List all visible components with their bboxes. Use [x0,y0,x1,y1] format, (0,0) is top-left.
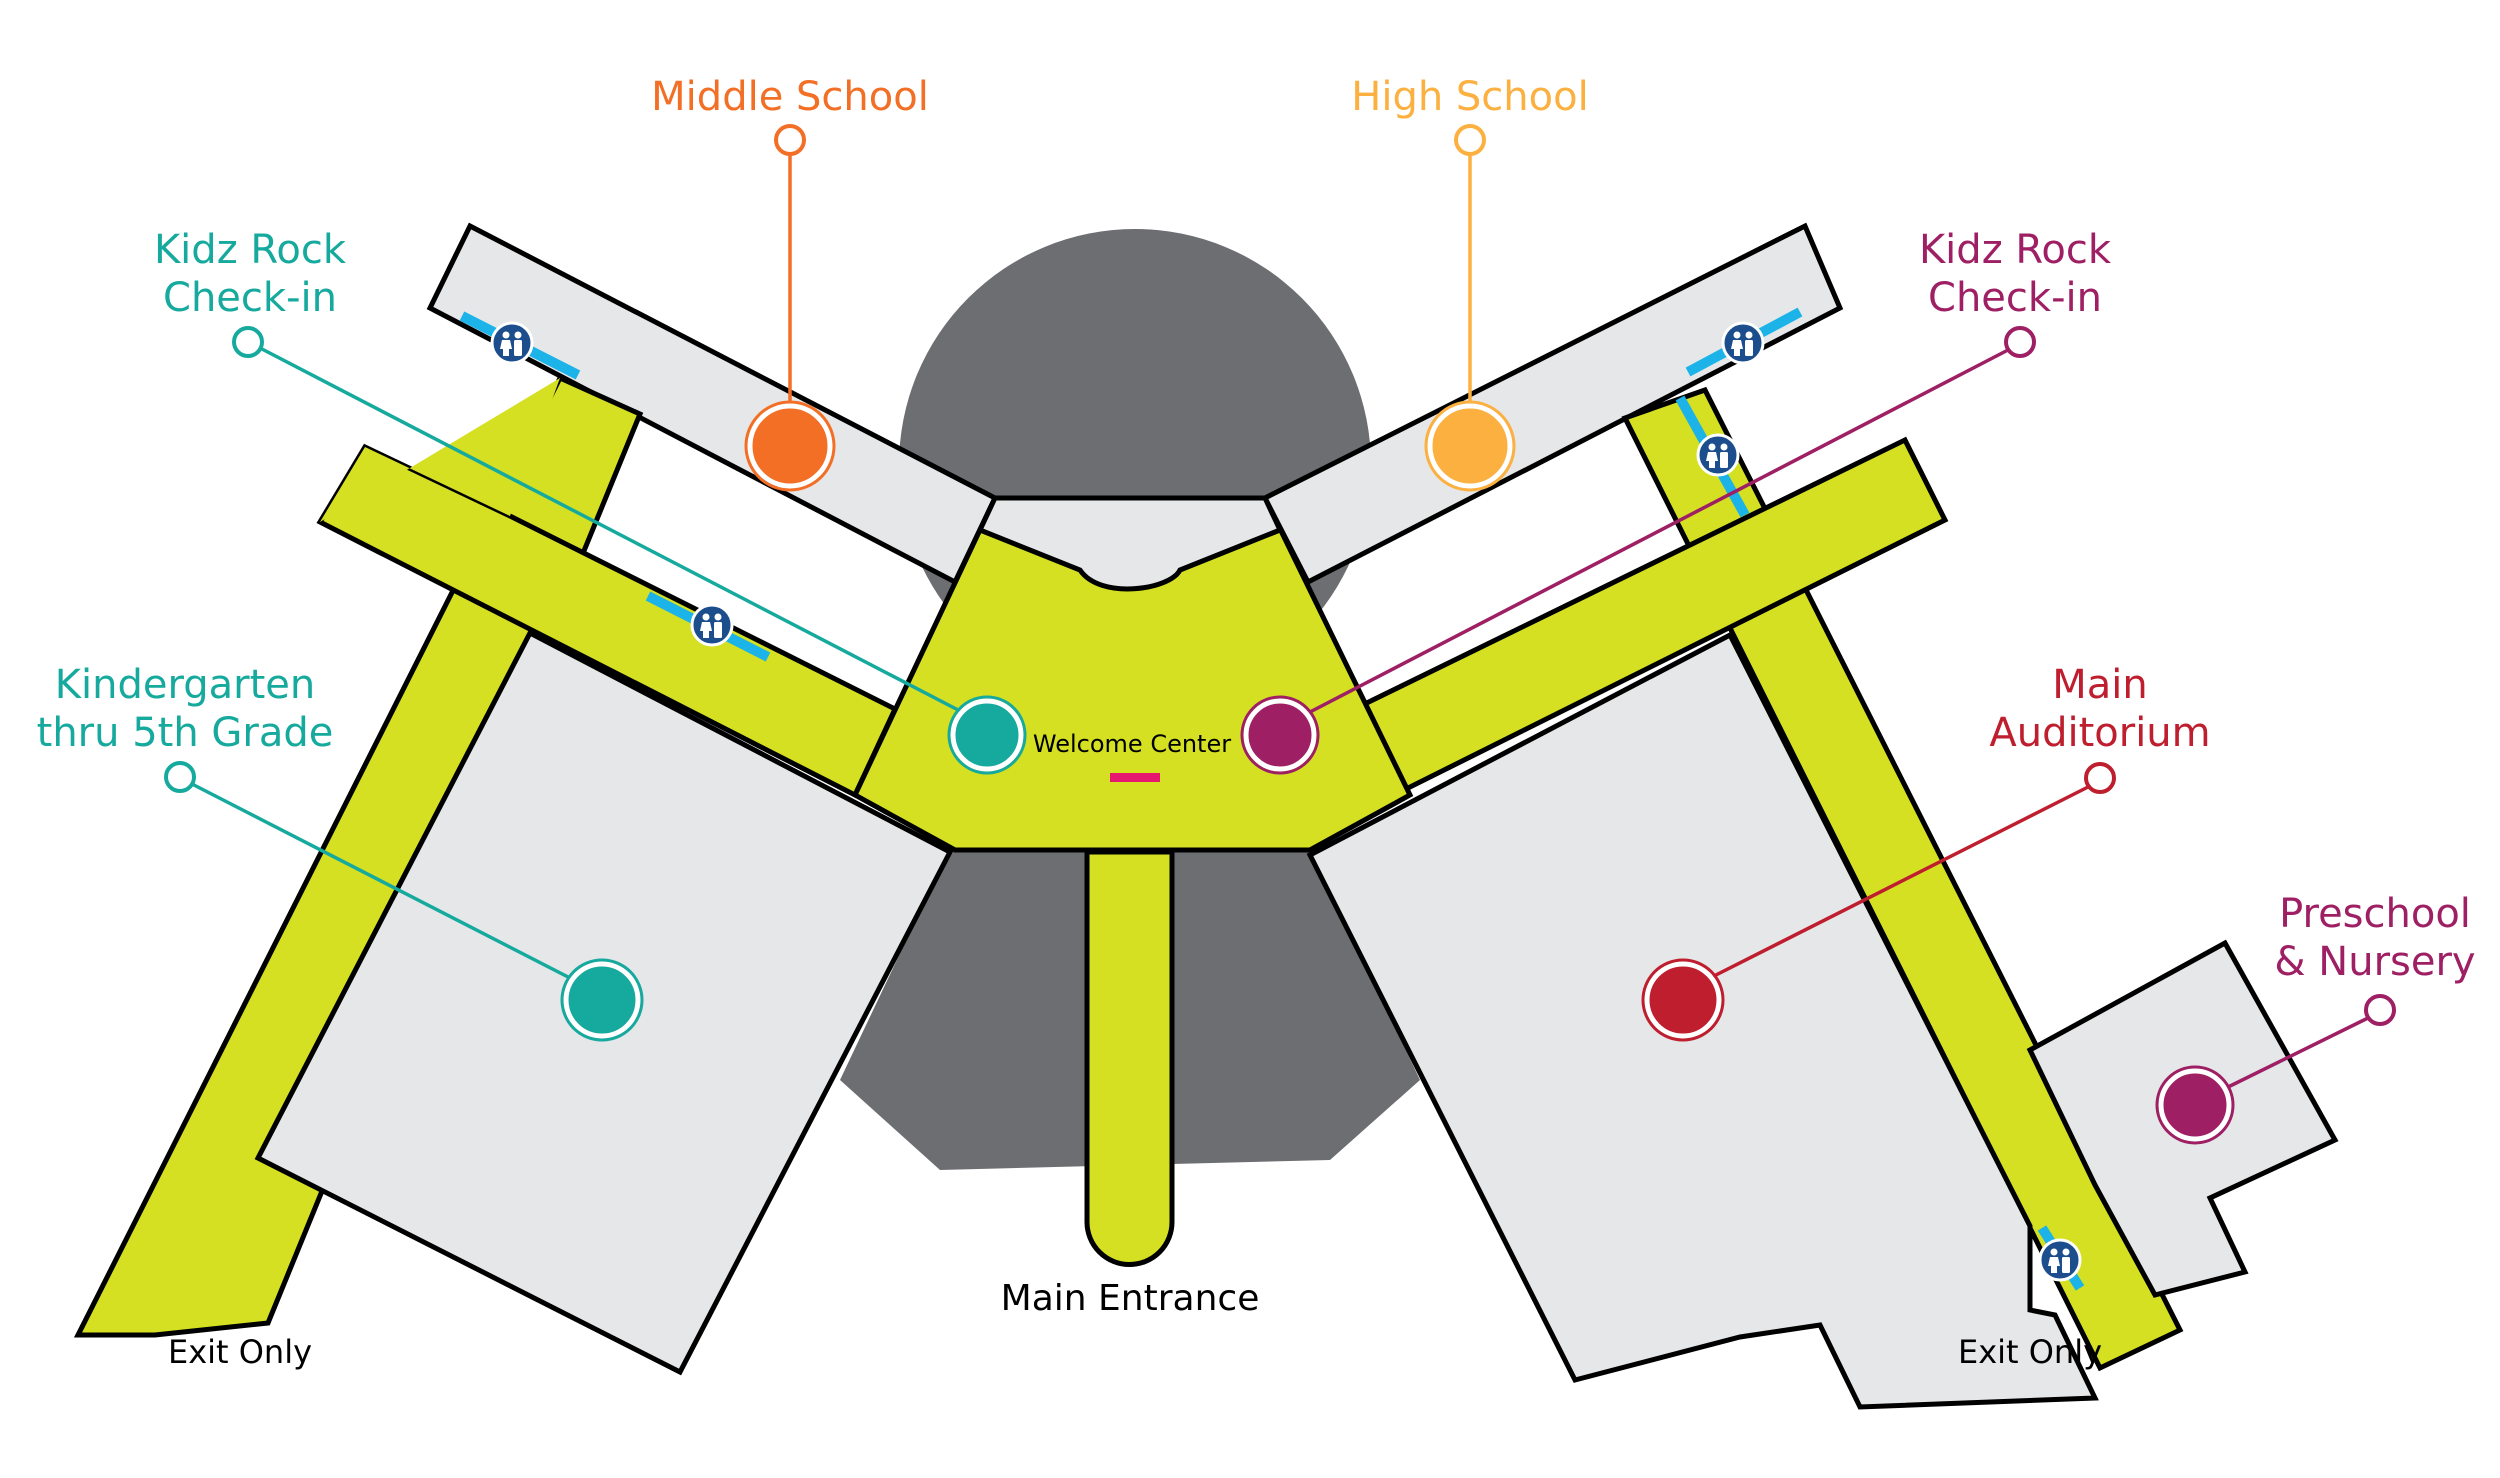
leader-line [259,346,963,714]
kindergarten-label-line2: thru 5th Grade [37,710,334,756]
label-anchor [232,326,264,358]
leader-line [1709,784,2091,980]
kidz-rock-right-label-line2: Check-in [1928,275,2102,321]
welcome-center-label: Welcome Center [1033,730,1231,758]
label-anchor [2004,326,2036,358]
high-school-marker [1427,403,1513,489]
leader-line [2221,1016,2369,1092]
preschool-label-line1: Preschool [2279,891,2471,937]
label-anchor [164,761,196,793]
kindergarten-marker [563,961,641,1039]
location-kindergarten[interactable]: Kindergarten thru 5th Grade [37,662,644,1042]
leader-line [191,782,571,980]
restroom-icon [1721,321,1765,365]
preschool-marker [2158,1068,2232,1142]
kidz-rock-left-marker [950,698,1024,772]
kidz-rock-left-label-line1: Kidz Rock [154,227,347,273]
restroom-icon [2038,1238,2082,1282]
restroom-icon [690,603,734,647]
location-kidz-rock-right[interactable]: Kidz Rock Check-in [1240,227,2112,775]
kindergarten-label-line1: Kindergarten [55,662,315,708]
label-anchor [1454,124,1486,156]
restroom-icon [490,321,534,365]
preschool-label-line2: & Nursery [2274,939,2475,985]
high-school-label: High School [1351,74,1588,120]
kidz-rock-right-marker [1243,698,1317,772]
label-anchor [2364,994,2396,1026]
main-auditorium-label-line1: Main [2052,662,2148,708]
left-vertical-hallway [73,374,644,1338]
middle-school-marker [747,403,833,489]
exit-right-label: Exit Only [1958,1333,2102,1371]
kidz-rock-left-label-line2: Check-in [163,275,337,321]
location-preschool[interactable]: Preschool & Nursery [2155,891,2476,1145]
main-entrance-label: Main Entrance [1001,1278,1260,1319]
location-high-school[interactable]: High School [1351,74,1589,492]
kidz-rock-right-label-line1: Kidz Rock [1919,227,2112,273]
label-anchor [2084,762,2116,794]
exit-left-label: Exit Only [168,1333,312,1371]
main-auditorium-label-line2: Auditorium [1989,710,2210,756]
label-anchor [774,124,806,156]
location-middle-school[interactable]: Middle School [651,74,929,492]
welcome-marker [1110,773,1160,782]
location-main-auditorium[interactable]: Main Auditorium [1641,662,2211,1042]
leader-line [1309,348,2009,714]
main-auditorium-marker [1644,961,1722,1039]
location-kidz-rock-left[interactable]: Kidz Rock Check-in [154,227,1027,775]
welcome-center-balcony [976,495,1284,592]
left-junction-fill [320,378,560,522]
restroom-icon [1696,433,1740,477]
main-entrance-corridor [1084,849,1175,1267]
middle-school-label: Middle School [651,74,929,120]
